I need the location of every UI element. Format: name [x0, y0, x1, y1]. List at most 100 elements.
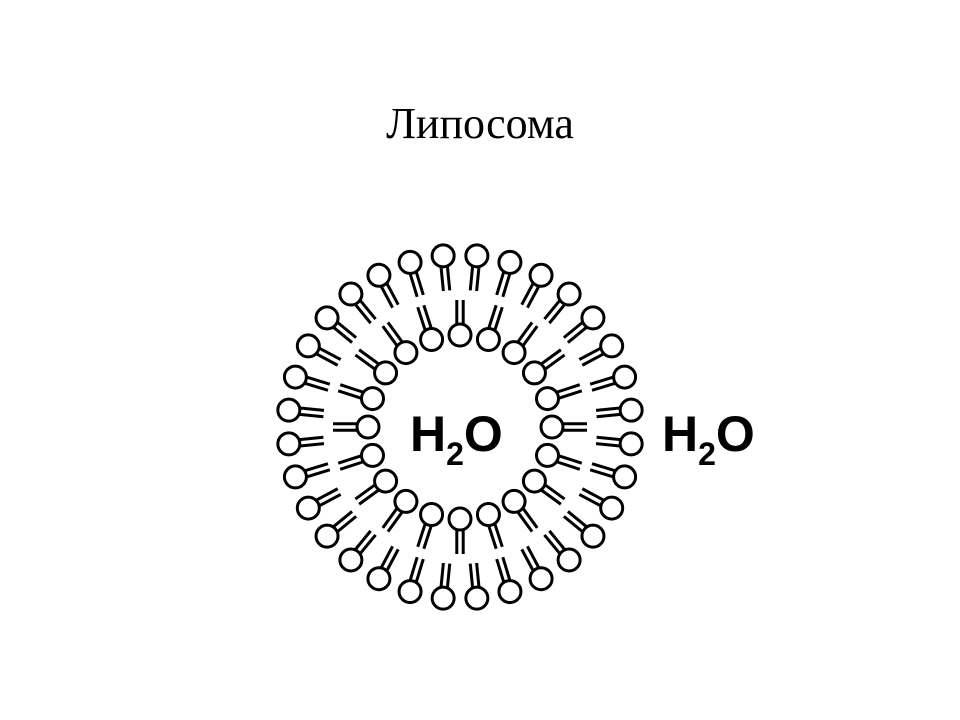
lipid-head — [393, 340, 419, 366]
lipid-tail — [304, 381, 329, 392]
inner-lipid-layer — [333, 300, 587, 554]
lipid-tail — [548, 303, 566, 325]
lipid-tail — [526, 285, 541, 309]
lipid-tail — [339, 460, 364, 471]
lipid-head — [447, 322, 473, 348]
lipid-tail — [543, 299, 561, 321]
lipid-tail — [516, 511, 534, 533]
lipid-tail — [336, 321, 358, 339]
lipid-tail — [566, 510, 588, 528]
lipid-tail — [595, 442, 621, 448]
lipid-head — [539, 414, 565, 440]
lipid-tail — [306, 468, 331, 479]
lipid-tail — [595, 406, 621, 412]
inner-phospholipid — [354, 468, 399, 506]
lipid-tail — [422, 525, 433, 550]
outer-phospholipid — [562, 510, 606, 549]
lipid-tail — [439, 562, 445, 588]
lipid-head — [366, 566, 392, 592]
lipid-head — [295, 333, 321, 359]
lipid-tail — [521, 507, 539, 529]
lipid-tail — [521, 325, 539, 347]
inner-phospholipid — [475, 304, 504, 353]
lipid-tail — [358, 488, 380, 506]
lipid-tail — [359, 533, 377, 555]
lipid-tail — [558, 454, 583, 465]
inner-phospholipid — [381, 488, 419, 533]
lipid-head — [599, 333, 625, 359]
outer-phospholipid — [578, 487, 625, 521]
lipid-head — [528, 566, 554, 592]
lipid-tail — [299, 406, 325, 412]
lipid-tail — [556, 383, 581, 394]
outer-phospholipid — [295, 487, 342, 521]
lipid-tail — [543, 533, 561, 555]
lipid-tail — [578, 346, 602, 361]
lipid-tail — [558, 389, 583, 400]
inner-phospholipid — [521, 348, 566, 386]
inner-water-label: H2O — [410, 406, 503, 472]
lipid-head — [338, 547, 364, 573]
lipid-tail — [315, 487, 339, 502]
lipid-tail — [591, 462, 616, 473]
lipid-head — [475, 327, 501, 353]
lipid-head — [534, 386, 560, 412]
lipid-head — [373, 468, 399, 494]
outer-phospholipid — [282, 364, 331, 392]
lipid-head — [282, 364, 308, 390]
lipid-head — [618, 431, 644, 457]
lipid-head — [276, 397, 302, 423]
outer-phospholipid — [495, 249, 523, 298]
lipid-head — [580, 523, 606, 549]
lipid-tail — [540, 348, 562, 366]
lipid-tail — [487, 304, 498, 329]
lipid-head — [397, 249, 423, 275]
outer-phospholipid — [397, 249, 425, 298]
lipid-tail — [337, 454, 362, 465]
inner-phospholipid — [354, 348, 399, 386]
lipid-head — [556, 547, 582, 573]
lipid-tail — [493, 523, 504, 548]
outer-phospholipid — [520, 545, 554, 592]
lipid-tail — [306, 375, 331, 386]
outer-phospholipid — [578, 333, 625, 367]
inner-phospholipid — [539, 414, 587, 440]
lipid-tail — [468, 266, 475, 291]
lipid-tail — [501, 273, 512, 298]
lipid-tail — [354, 529, 372, 551]
lipid-tail — [589, 468, 614, 479]
lipid-head — [276, 431, 302, 457]
outer-phospholipid — [520, 262, 554, 309]
lipid-tail — [354, 483, 376, 501]
lipid-tail — [589, 375, 614, 386]
lipid-head — [295, 495, 321, 521]
inner-phospholipid — [333, 414, 381, 440]
outer-phospholipid — [338, 281, 377, 325]
lipid-head — [534, 442, 560, 468]
lipid-head — [397, 579, 423, 605]
lipid-head — [338, 281, 364, 307]
outer-phospholipid — [282, 462, 331, 490]
outer-phospholipid — [397, 556, 425, 605]
lipid-tail — [556, 460, 581, 471]
inner-phospholipid — [475, 501, 504, 550]
outer-phospholipid — [589, 364, 638, 392]
outer-phospholipid — [464, 562, 490, 611]
outer-phospholipid — [430, 243, 456, 292]
lipid-tail — [416, 523, 427, 548]
lipid-head — [430, 585, 456, 611]
outer-phospholipid — [589, 462, 638, 490]
inner-phospholipid — [501, 321, 539, 366]
lipid-tail — [475, 562, 481, 588]
lipid-head — [419, 501, 445, 527]
lipid-head — [497, 579, 523, 605]
lipid-tail — [304, 462, 329, 473]
lipid-tail — [566, 326, 588, 344]
lipid-head — [497, 249, 523, 275]
lipid-tail — [416, 306, 427, 331]
outer-phospholipid — [276, 397, 325, 423]
lipid-tail — [562, 321, 584, 339]
lipid-tail — [544, 353, 566, 371]
lipid-tail — [493, 306, 504, 331]
